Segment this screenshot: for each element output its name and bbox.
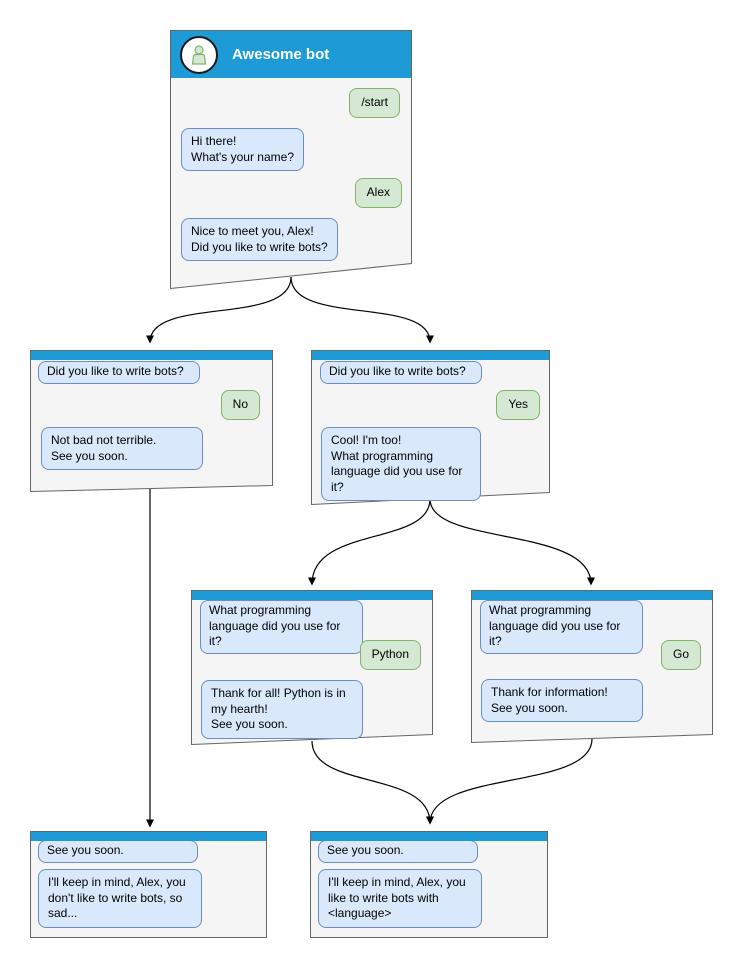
bot-message-bubble: See you soon. [38, 840, 198, 863]
edge-root-to-no [146, 276, 292, 344]
edge-yes-to-go [429, 498, 595, 586]
bot-message-bubble: Thank for information! See you soon. [481, 679, 643, 723]
chat-node-end-language: See you soon. I'll keep in mind, Alex, y… [310, 831, 548, 938]
user-message-bubble: No [220, 390, 260, 420]
chat-node-python-branch: What programming language did you use fo… [191, 590, 433, 745]
chat-header [311, 832, 547, 841]
edge-yes-to-python [308, 498, 431, 586]
bot-title: Awesome bot [232, 46, 330, 63]
person-icon [191, 44, 207, 65]
chat-node-yes-branch: Did you like to write bots? Yes Cool! I'… [311, 350, 550, 505]
bot-message-bubble: Did you like to write bots? [320, 361, 482, 384]
chat-node-no-branch: Did you like to write bots? No Not bad n… [30, 350, 273, 492]
edge-root-to-yes [290, 276, 434, 344]
edge-go-to-end [426, 738, 593, 825]
bot-message-bubble: Not bad not terrible. See you soon. [41, 427, 203, 471]
bot-message-bubble: Thank for all! Python is in my hearth! S… [201, 680, 363, 739]
bot-message-bubble: See you soon. [318, 840, 478, 863]
chat-node-root: Awesome bot /start Hi there! What's your… [170, 30, 412, 289]
chat-header [312, 351, 549, 360]
chat-node-go-branch: What programming language did you use fo… [471, 590, 713, 743]
chat-header [192, 591, 432, 600]
user-message-bubble: Go [660, 640, 701, 670]
chat-header: Awesome bot [171, 31, 411, 78]
chat-node-end-no: See you soon. I'll keep in mind, Alex, y… [30, 831, 267, 938]
bot-message-bubble: What programming language did you use fo… [480, 600, 643, 654]
user-message-bubble: Python [359, 640, 421, 670]
user-message-bubble: Alex [354, 178, 402, 208]
user-message-bubble: /start [349, 88, 400, 118]
chat-header [31, 351, 272, 360]
bot-message-bubble: Nice to meet you, Alex! Did you like to … [181, 218, 338, 262]
bot-avatar [180, 35, 218, 74]
bot-message-bubble: What programming language did you use fo… [200, 600, 363, 654]
user-message-bubble: Yes [496, 390, 540, 420]
bot-message-bubble: I'll keep in mind, Alex, you like to wri… [318, 869, 482, 928]
chat-header [31, 832, 266, 841]
bot-message-bubble: Hi there! What's your name? [181, 128, 305, 172]
bot-message-bubble: Did you like to write bots? [38, 361, 200, 384]
bot-message-bubble: Cool! I'm too! What programming language… [321, 427, 481, 502]
bot-message-bubble: I'll keep in mind, Alex, you don't like … [38, 869, 202, 928]
edge-python-to-end [311, 740, 434, 825]
chat-header [472, 591, 712, 600]
